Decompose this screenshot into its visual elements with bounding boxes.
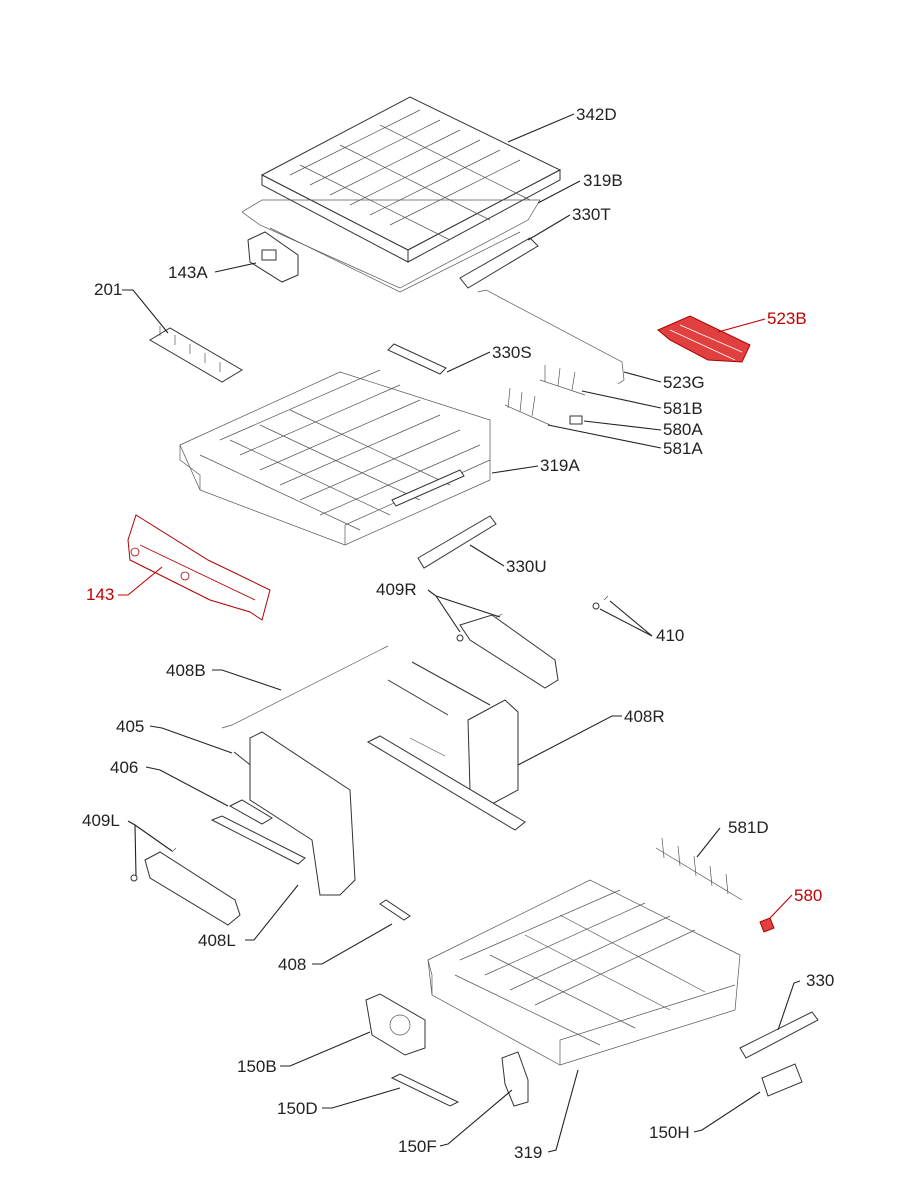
- label-150D[interactable]: 150D: [277, 1099, 318, 1118]
- part-143-highlighted[interactable]: [127, 514, 271, 621]
- part-408R-right-arm[interactable]: [366, 661, 526, 831]
- part-330-strip[interactable]: [739, 1011, 819, 1059]
- part-580A-clip[interactable]: [569, 415, 583, 425]
- part-580-highlighted[interactable]: [759, 917, 775, 933]
- label-408[interactable]: 408: [278, 955, 306, 974]
- part-330S-strip[interactable]: [387, 343, 447, 375]
- part-523B-highlighted[interactable]: [657, 315, 751, 363]
- part-330T-trim[interactable]: [459, 237, 539, 289]
- label-581B[interactable]: 581B: [663, 399, 703, 418]
- label-143[interactable]: 143: [86, 585, 114, 604]
- part-150F-cap[interactable]: [501, 1051, 529, 1107]
- part-319A-upper-basket[interactable]: [179, 369, 491, 546]
- part-201-clip-row[interactable]: [149, 326, 243, 383]
- part-labels: 342D 319B 330T 143A 201 523B 330S 523G 5…: [82, 105, 834, 1162]
- label-319B[interactable]: 319B: [583, 171, 623, 190]
- part-410-screws[interactable]: [592, 595, 609, 610]
- part-150D-slide[interactable]: [390, 1073, 460, 1107]
- part-342D-cutlery-tray[interactable]: [260, 96, 562, 263]
- part-581B-tines[interactable]: [539, 365, 586, 396]
- label-330U[interactable]: 330U: [506, 557, 547, 576]
- label-319[interactable]: 319: [514, 1143, 542, 1162]
- part-319-lower-basket[interactable]: [427, 879, 741, 1066]
- part-581D-tines[interactable]: [655, 837, 743, 901]
- label-408L[interactable]: 408L: [198, 931, 236, 950]
- part-330U-strip[interactable]: [417, 515, 497, 569]
- part-143A-bracket[interactable]: [247, 231, 299, 283]
- label-581A[interactable]: 581A: [663, 439, 703, 458]
- part-406-slide[interactable]: [228, 799, 273, 825]
- label-330T[interactable]: 330T: [572, 205, 611, 224]
- leader-lines: [118, 113, 801, 1153]
- label-150B[interactable]: 150B: [237, 1057, 277, 1076]
- part-150B-housing[interactable]: [365, 993, 426, 1056]
- label-150F[interactable]: 150F: [398, 1137, 437, 1156]
- label-150H[interactable]: 150H: [649, 1123, 690, 1142]
- label-410[interactable]: 410: [656, 626, 684, 645]
- label-580[interactable]: 580: [794, 886, 822, 905]
- label-408R[interactable]: 408R: [624, 707, 665, 726]
- label-408B[interactable]: 408B: [166, 661, 206, 680]
- label-523B[interactable]: 523B: [767, 309, 807, 328]
- label-319A[interactable]: 319A: [540, 456, 580, 475]
- label-409R[interactable]: 409R: [376, 580, 417, 599]
- part-581A-tines[interactable]: [504, 387, 551, 426]
- part-408B-rod[interactable]: [221, 645, 389, 729]
- label-342D[interactable]: 342D: [576, 105, 617, 124]
- label-143A[interactable]: 143A: [168, 263, 208, 282]
- label-581D[interactable]: 581D: [728, 818, 769, 837]
- label-405[interactable]: 405: [116, 717, 144, 736]
- label-330S[interactable]: 330S: [492, 343, 532, 362]
- label-201[interactable]: 201: [94, 280, 122, 299]
- label-330[interactable]: 330: [806, 971, 834, 990]
- label-406[interactable]: 406: [110, 758, 138, 777]
- part-409L-bracket[interactable]: [130, 847, 241, 926]
- label-580A[interactable]: 580A: [663, 420, 703, 439]
- part-319B-upper-frame[interactable]: [241, 199, 541, 293]
- part-408-small[interactable]: [379, 899, 411, 921]
- label-523G[interactable]: 523G: [663, 373, 705, 392]
- part-523G-rod[interactable]: [477, 289, 625, 385]
- part-408L-left-arm[interactable]: [210, 731, 356, 896]
- part-409R-bracket[interactable]: [456, 613, 559, 689]
- part-150H-endcap[interactable]: [761, 1063, 803, 1097]
- label-409L[interactable]: 409L: [82, 811, 120, 830]
